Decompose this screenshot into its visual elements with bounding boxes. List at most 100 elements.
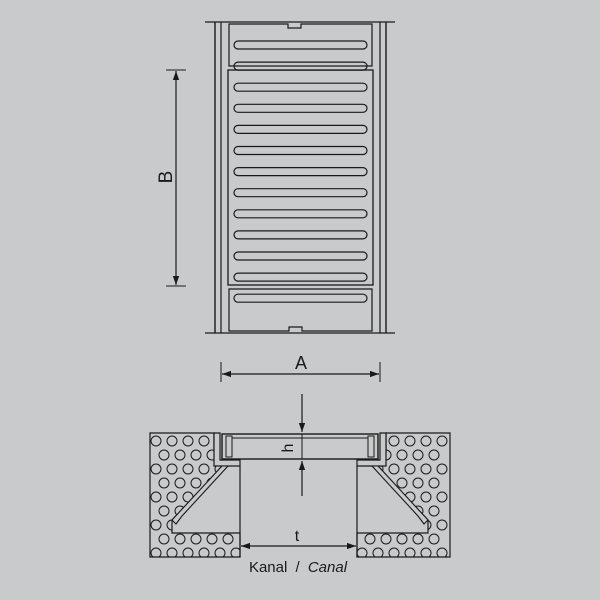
grating-slot xyxy=(233,40,368,50)
grating-slot xyxy=(233,145,368,156)
concrete-hole xyxy=(230,547,240,557)
angle-frame-right xyxy=(356,432,387,467)
grating-segment-bottom xyxy=(228,288,373,332)
label-a: A xyxy=(295,353,307,373)
concrete-hole xyxy=(198,547,210,557)
concrete-hole xyxy=(166,491,178,503)
grating-slot xyxy=(233,209,368,219)
concrete-hole xyxy=(380,533,392,545)
concrete-hole xyxy=(412,477,424,489)
caption-kanal: Kanal xyxy=(249,559,287,576)
concrete-hole xyxy=(214,519,226,531)
dimension-b: B xyxy=(156,69,186,287)
caption-canal: Canal xyxy=(308,559,348,576)
concrete-hole xyxy=(150,519,162,531)
concrete-hole xyxy=(364,477,376,489)
concrete-hole xyxy=(198,463,210,475)
caption-separator: / xyxy=(296,559,301,576)
label-t: t xyxy=(295,528,300,545)
grating-slot xyxy=(233,230,368,240)
concrete-hole xyxy=(214,491,226,503)
concrete-hole xyxy=(404,547,416,557)
dimension-h: h xyxy=(280,394,306,496)
concrete-hole xyxy=(404,435,416,447)
grating-slot xyxy=(233,272,368,282)
concrete-hole xyxy=(158,449,170,461)
concrete-hole xyxy=(388,435,400,447)
anchor-right xyxy=(370,465,429,525)
label-b: B xyxy=(156,171,177,184)
concrete-hole xyxy=(198,435,210,447)
concrete-hole xyxy=(150,491,162,503)
concrete-hole xyxy=(396,533,408,545)
concrete-hole xyxy=(436,491,448,503)
concrete-hole xyxy=(428,477,440,489)
grating-slot xyxy=(233,167,368,177)
concrete-hole xyxy=(388,519,400,531)
concrete-hole xyxy=(372,491,384,503)
concrete-hole xyxy=(174,533,186,545)
concrete-hole xyxy=(404,519,416,531)
concrete-hole xyxy=(158,533,170,545)
concrete-hole xyxy=(174,449,186,461)
concrete-hole xyxy=(436,463,448,475)
grating-plan-view xyxy=(205,21,395,334)
anchor-left xyxy=(171,465,230,525)
concrete-hole xyxy=(222,533,234,545)
concrete-hole xyxy=(420,491,432,503)
concrete-hole xyxy=(364,505,376,517)
grating-slot xyxy=(233,124,368,135)
dimension-a: A xyxy=(220,353,381,382)
channel-section-view xyxy=(149,432,451,558)
angle-frame-left xyxy=(213,432,241,467)
concrete-hole xyxy=(404,463,416,475)
grating-slot xyxy=(233,293,368,303)
grating-slot xyxy=(233,188,368,198)
concrete-hole xyxy=(428,505,440,517)
concrete-hole xyxy=(412,449,424,461)
concrete-hole xyxy=(357,491,368,503)
grating-section-edge-right xyxy=(367,435,375,458)
grating-slot xyxy=(233,103,368,113)
concrete-hole xyxy=(198,519,210,531)
grating-section-edge-left xyxy=(225,435,233,458)
concrete-hole xyxy=(182,519,194,531)
concrete-hole xyxy=(190,477,202,489)
grating-slot xyxy=(233,82,368,92)
concrete-hole xyxy=(214,547,226,557)
concrete-hole xyxy=(412,533,424,545)
concrete-hole xyxy=(420,463,432,475)
concrete-hole xyxy=(150,463,162,475)
concrete-hole xyxy=(190,505,202,517)
concrete-hole xyxy=(182,547,194,557)
concrete-hole xyxy=(150,435,162,447)
concrete-hole xyxy=(222,505,234,517)
concrete-hole xyxy=(150,547,162,557)
concrete-hole xyxy=(222,477,234,489)
concrete-hole xyxy=(428,533,440,545)
concrete-hole xyxy=(420,435,432,447)
caption: Kanal / Canal xyxy=(249,559,348,576)
concrete-hole xyxy=(166,435,178,447)
concrete-hole xyxy=(158,477,170,489)
grating-segment-middle xyxy=(227,69,374,286)
concrete-hole xyxy=(428,449,440,461)
concrete-hole xyxy=(182,463,194,475)
concrete-hole xyxy=(158,505,170,517)
concrete-hole xyxy=(396,449,408,461)
label-h: h xyxy=(280,444,297,453)
concrete-hole xyxy=(190,449,202,461)
concrete-hole xyxy=(396,505,408,517)
concrete-hole xyxy=(206,533,218,545)
concrete-hole xyxy=(206,505,218,517)
concrete-hole xyxy=(190,533,202,545)
concrete-hole xyxy=(182,435,194,447)
grating-slot xyxy=(233,251,368,261)
concrete-hole xyxy=(436,547,448,557)
concrete-hole xyxy=(436,435,448,447)
concrete-hole xyxy=(166,547,178,557)
grating-slot xyxy=(233,61,368,71)
concrete-hole xyxy=(357,547,368,557)
